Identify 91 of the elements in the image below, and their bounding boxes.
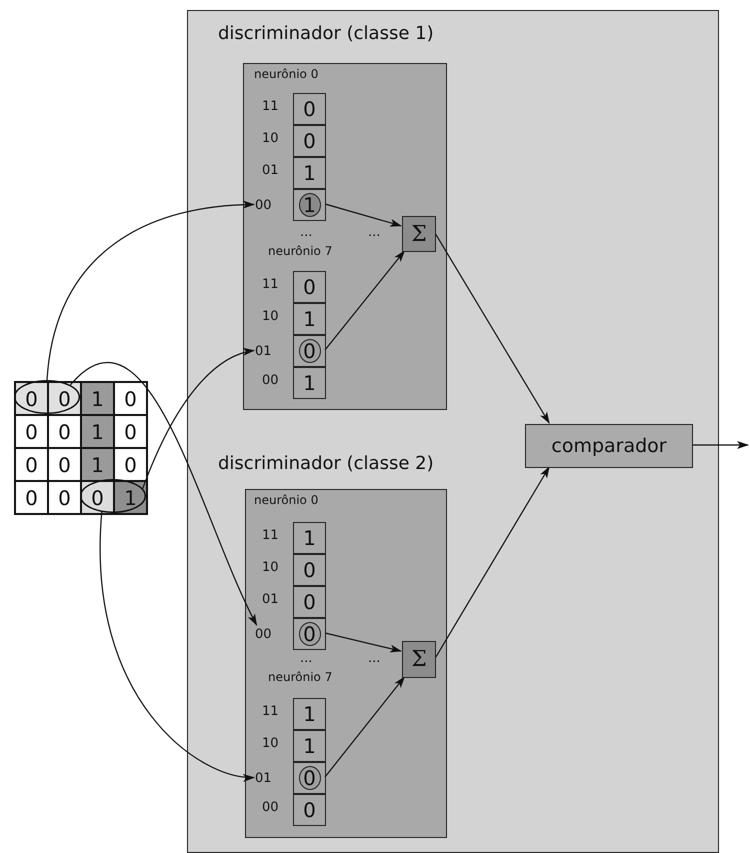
address-label: 01 bbox=[262, 164, 279, 177]
address-label: 11 bbox=[262, 529, 279, 542]
address-label: 10 bbox=[262, 132, 279, 145]
address-label: 00 bbox=[262, 374, 279, 387]
memory-cell bbox=[293, 271, 326, 303]
memory-cell bbox=[293, 303, 326, 335]
memory-value: 1 bbox=[303, 736, 316, 756]
arrow bbox=[434, 466, 550, 659]
memory-cell bbox=[293, 157, 326, 189]
memory-value: 0 bbox=[303, 592, 316, 612]
memory-value: 1 bbox=[303, 704, 316, 724]
memory-value: 0 bbox=[303, 560, 316, 580]
grid-cell: 0 bbox=[15, 448, 48, 481]
memory-cell bbox=[293, 335, 326, 367]
memory-value: 1 bbox=[303, 309, 316, 329]
outer-panel bbox=[187, 10, 719, 853]
address-label: 01 bbox=[255, 770, 281, 787]
address-label: 10 bbox=[262, 561, 279, 574]
address-label: 11 bbox=[262, 705, 279, 718]
grid-cell: 0 bbox=[15, 415, 48, 448]
grid-cell: 1 bbox=[81, 382, 114, 415]
comparator-box: comparador bbox=[525, 424, 693, 468]
arrow bbox=[434, 232, 550, 424]
address-label: 00 bbox=[262, 801, 279, 814]
summation-box: Σ bbox=[402, 641, 436, 678]
memory-value: 0 bbox=[303, 624, 316, 644]
memory-value: 1 bbox=[303, 528, 316, 548]
arrow bbox=[46, 200, 255, 380]
memory-cell bbox=[293, 125, 326, 157]
grid-cell: 0 bbox=[48, 481, 81, 514]
arrow bbox=[324, 203, 402, 227]
address-label: 11 bbox=[262, 278, 279, 291]
neuron-title: neurônio 7 bbox=[268, 245, 332, 257]
memory-value: 0 bbox=[303, 768, 316, 788]
memory-value: 0 bbox=[303, 341, 316, 361]
address-label: 00 bbox=[255, 197, 281, 214]
memory-cell bbox=[293, 730, 326, 762]
neuron-title: neurônio 0 bbox=[254, 494, 318, 506]
memory-value: 0 bbox=[303, 131, 316, 151]
arrow bbox=[100, 512, 255, 781]
grid-cell: 0 bbox=[15, 382, 48, 415]
address-label: 00 bbox=[255, 626, 281, 643]
memory-value: 0 bbox=[303, 277, 316, 297]
ellipsis: ... bbox=[368, 226, 380, 239]
memory-value: 1 bbox=[303, 163, 316, 183]
grid-cell: 0 bbox=[114, 415, 147, 448]
ellipsis: ... bbox=[300, 226, 312, 239]
memory-cell bbox=[293, 189, 326, 221]
address-label: 01 bbox=[255, 343, 281, 360]
memory-cell bbox=[293, 93, 326, 125]
grid-cell: 1 bbox=[81, 448, 114, 481]
neuron-title: neurônio 7 bbox=[268, 671, 332, 683]
memory-value: 1 bbox=[303, 373, 316, 393]
summation-box: Σ bbox=[402, 216, 436, 252]
grid-cell: 0 bbox=[48, 415, 81, 448]
grid-cell: 0 bbox=[15, 481, 48, 514]
selection-ellipse bbox=[80, 479, 146, 513]
arrow bbox=[324, 676, 406, 778]
grid-cell: 0 bbox=[114, 382, 147, 415]
memory-cell bbox=[293, 554, 326, 586]
memory-cell bbox=[293, 522, 326, 554]
memory-cell bbox=[293, 698, 326, 730]
neuron-title: neurônio 0 bbox=[254, 68, 318, 80]
memory-cell bbox=[293, 586, 326, 618]
arrow bbox=[324, 250, 406, 350]
selection-ellipse bbox=[14, 380, 80, 414]
memory-cell bbox=[293, 618, 326, 650]
grid-cell: 1 bbox=[114, 481, 147, 514]
memory-value: 0 bbox=[303, 99, 316, 119]
address-label: 10 bbox=[262, 310, 279, 323]
address-label: 11 bbox=[262, 100, 279, 113]
memory-value: 1 bbox=[303, 195, 316, 215]
memory-cell bbox=[293, 367, 326, 399]
memory-value: 0 bbox=[303, 800, 316, 820]
ellipsis: ... bbox=[368, 652, 380, 665]
arrow bbox=[692, 441, 749, 449]
address-label: 01 bbox=[262, 593, 279, 606]
arrow bbox=[70, 362, 258, 626]
grid-cell: 0 bbox=[48, 448, 81, 481]
grid-cell: 0 bbox=[81, 481, 114, 514]
ellipsis: ... bbox=[300, 652, 312, 665]
grid-cell: 0 bbox=[114, 448, 147, 481]
grid-cell: 1 bbox=[81, 415, 114, 448]
memory-cell bbox=[293, 762, 326, 794]
discriminator-title: discriminador (classe 2) bbox=[218, 453, 434, 474]
address-label: 10 bbox=[262, 737, 279, 750]
arrow bbox=[324, 632, 402, 652]
grid-cell: 0 bbox=[48, 382, 81, 415]
arrow bbox=[142, 348, 255, 489]
memory-cell bbox=[293, 794, 326, 826]
discriminator-title: discriminador (classe 1) bbox=[218, 23, 434, 44]
